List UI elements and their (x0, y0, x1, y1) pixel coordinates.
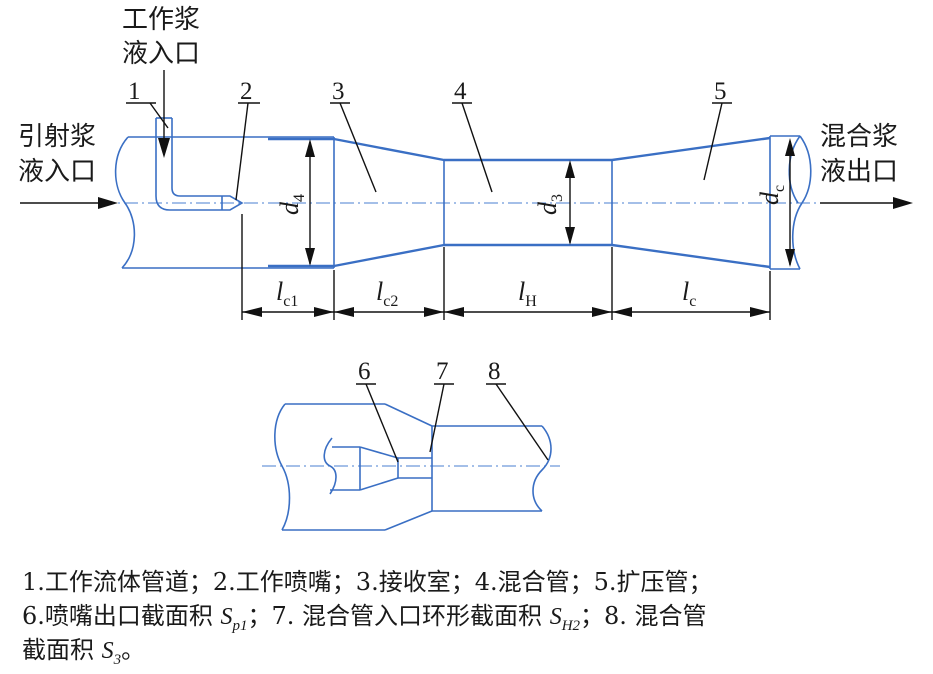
flow-arrows (20, 70, 913, 209)
leader-lines-top (126, 102, 732, 201)
dim-d3: d3 (533, 194, 566, 215)
outlet-arrow-head (893, 197, 913, 209)
mixed-outlet-label-2: 液出口 (820, 157, 898, 187)
detail-view (262, 403, 560, 531)
suction-arrow-head (98, 197, 118, 209)
work-inlet-label-2: 液入口 (122, 39, 200, 69)
dim-lc: lc (682, 277, 696, 310)
nozzle (222, 195, 244, 211)
callout-3: 3 (332, 78, 345, 105)
caption-line-1: 1.工作流体管道；2.工作喷嘴；3.接收室；4.混合管；5.扩压管； (22, 568, 713, 596)
suction-inlet-label-2: 液入口 (18, 157, 96, 187)
callout-5: 5 (714, 78, 727, 105)
dim-lc2: lc2 (376, 277, 398, 310)
main-assembly (100, 117, 820, 270)
suction-inlet-label-1: 引射浆 (18, 122, 96, 152)
dim-d4: d4 (275, 194, 308, 215)
work-inlet-label-1: 工作浆 (122, 5, 200, 35)
dim-dc: dc (755, 185, 788, 205)
callout-6: 6 (358, 358, 371, 385)
length-dims (241, 214, 771, 320)
mixed-outlet-label-1: 混合浆 (820, 122, 898, 152)
callout-4: 4 (454, 78, 467, 105)
callout-7: 7 (436, 358, 449, 385)
diameter-dims (305, 138, 795, 267)
callout-2: 2 (240, 78, 253, 105)
dim-lH: lH (518, 277, 537, 310)
left-break-curve (114, 136, 136, 269)
caption-line-2: 6.喷嘴出口截面积 Sp1；7. 混合管入口环形截面积 SH2；8. 混合管 (22, 602, 707, 634)
dim-lc1: lc1 (276, 277, 298, 310)
work-inlet-arrow-head (158, 138, 170, 158)
leader-lines-bottom (356, 383, 549, 463)
callout-1: 1 (128, 78, 141, 105)
callout-8: 8 (488, 358, 501, 385)
caption-line-3: 截面积 S3。 (22, 636, 145, 668)
